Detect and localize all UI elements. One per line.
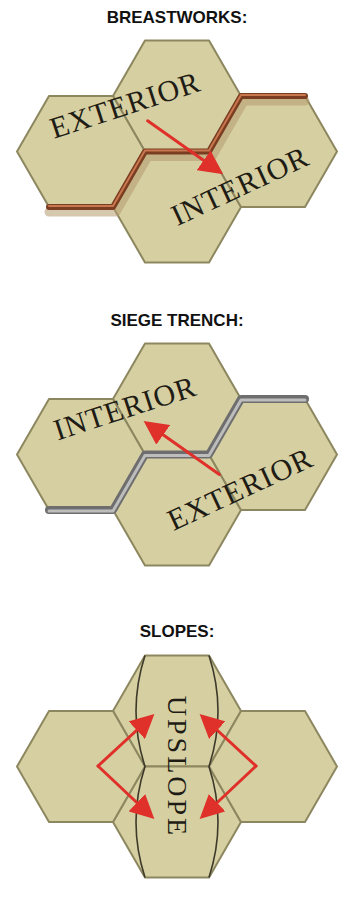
panel-heading: SLOPES:	[0, 622, 354, 642]
direction-arrow	[149, 425, 220, 475]
terrain-word: INTERIOR	[167, 141, 314, 231]
direction-arrow	[148, 121, 219, 171]
terrain-word: EXTERIOR	[163, 442, 317, 535]
hex	[17, 711, 145, 822]
terrain-label: EXTERIOR	[44, 64, 207, 146]
terrain-label: UPSLOPE	[161, 694, 193, 840]
terrain-word: UPSLOPE	[163, 696, 191, 838]
terrain-word: INTERIOR	[50, 371, 200, 445]
terrain-label: INTERIOR	[47, 368, 202, 447]
panel-heading: SIEGE TRENCH:	[0, 311, 354, 331]
slope-lines	[136, 656, 218, 878]
terrain-label: INTERIOR	[164, 138, 316, 233]
terrain-label: EXTERIOR	[160, 440, 320, 539]
terrain-word: EXTERIOR	[46, 67, 204, 144]
hex	[209, 711, 337, 822]
panel-heading: BREASTWORKS:	[0, 8, 354, 28]
